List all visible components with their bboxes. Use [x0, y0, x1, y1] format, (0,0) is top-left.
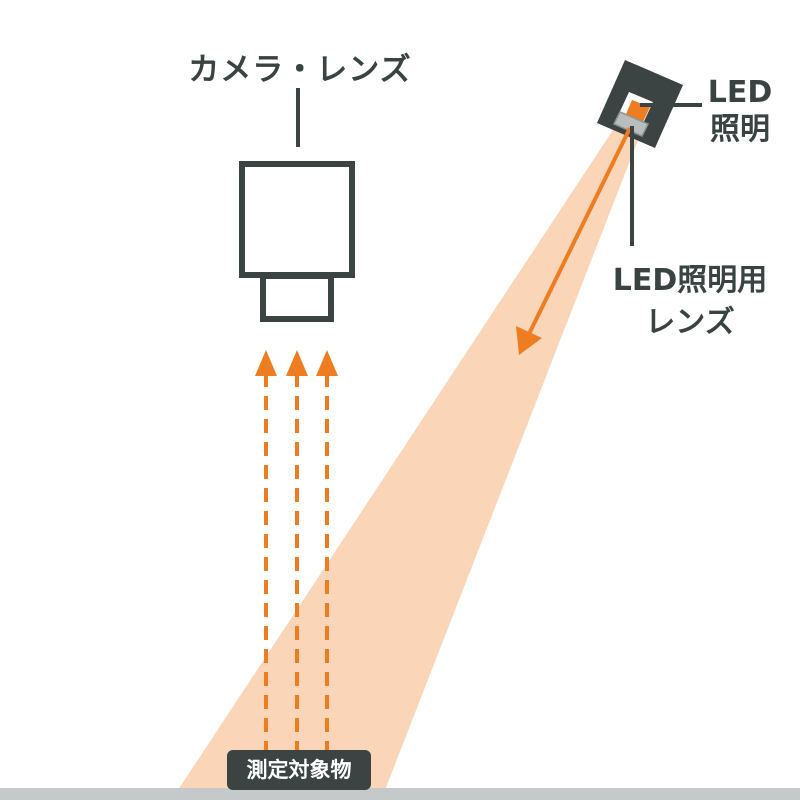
camera-body [239, 161, 355, 278]
reflected-arrowhead-left [255, 350, 277, 376]
reflected-arrowhead-right [316, 350, 338, 376]
led-light-label-line2: 照明 [710, 112, 770, 147]
led-emission-line [526, 127, 632, 337]
reflected-arrowhead-center [286, 350, 308, 376]
target-object-badge: 測定対象物 [227, 750, 371, 790]
floor-surface [0, 788, 800, 800]
led-lens [612, 111, 650, 137]
led-emission-arrowhead [516, 326, 542, 355]
camera-lens [260, 273, 334, 322]
camera-lens-label: カメラ・レンズ [188, 52, 412, 88]
led-lens-label: LED照明用 レンズ [580, 260, 800, 344]
led-light-label-line1: LED [707, 75, 773, 110]
led-lens-label-line2: レンズ [645, 305, 735, 340]
reflected-light-arrows [255, 350, 338, 755]
led-light-label: LED 照明 [690, 74, 790, 148]
led-lens-label-line1: LED照明用 [612, 263, 768, 298]
light-beam [178, 130, 642, 790]
